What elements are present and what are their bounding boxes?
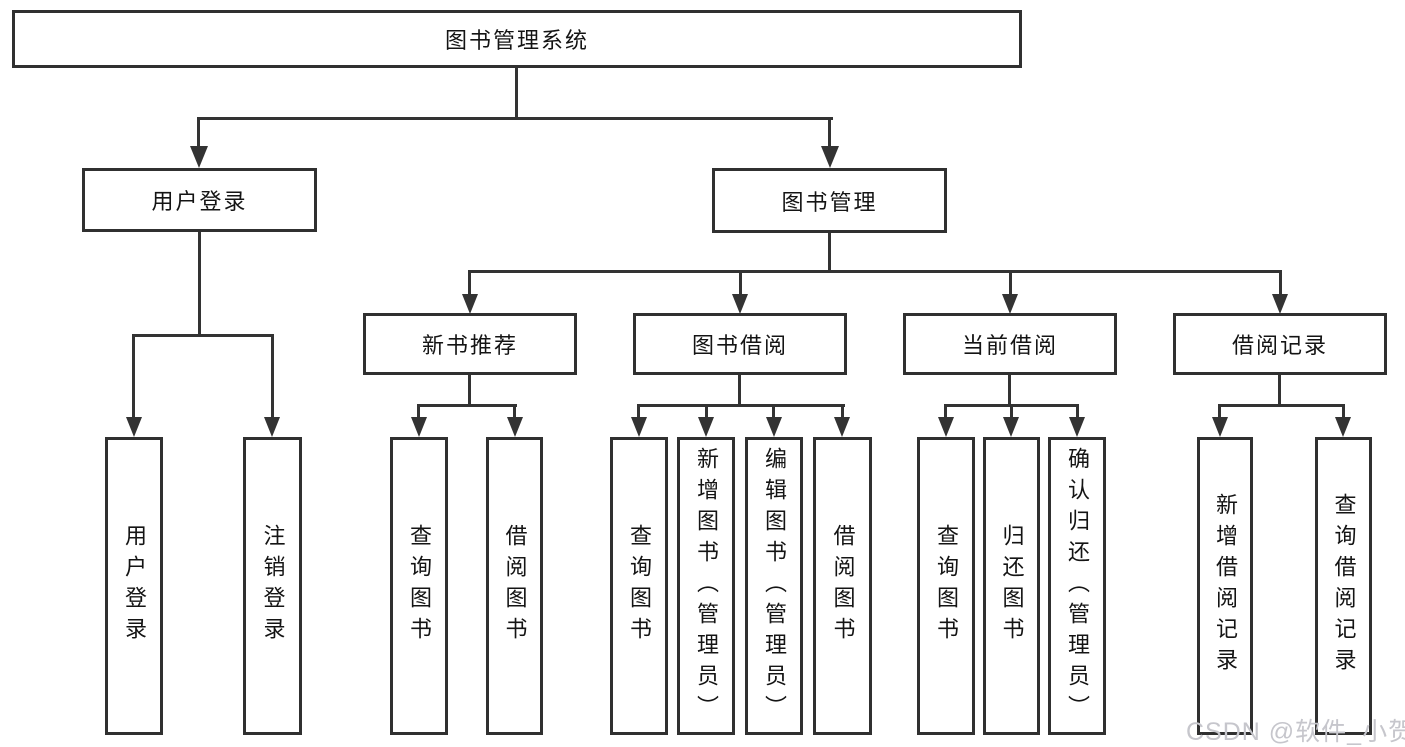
arrow-down-icon <box>1003 417 1019 437</box>
node-label: 新书推荐 <box>421 333 518 358</box>
connector-line <box>944 404 947 419</box>
node-borrow-records: 借阅记录 <box>1173 313 1387 375</box>
connector-line <box>197 117 833 120</box>
node-label: 图书管理系统 <box>444 28 589 53</box>
connector-line <box>469 270 1282 273</box>
node-label: 图书管理 <box>781 189 878 215</box>
arrow-down-icon <box>732 294 748 314</box>
connector-line <box>637 404 640 419</box>
node-library-management-system: 图书管理系统 <box>12 10 1022 68</box>
connector-line <box>468 270 471 296</box>
leaf-query-borrow-record: 查询借阅记录 <box>1315 437 1372 735</box>
connector-line <box>739 270 742 296</box>
connector-line <box>133 334 274 337</box>
leaf-add-book-admin: 新增图书（管理员） <box>677 437 735 735</box>
connector-line <box>418 404 517 407</box>
arrow-down-icon <box>264 417 280 437</box>
arrow-down-icon <box>631 417 647 437</box>
leaf-query-books-recommend: 查询图书 <box>390 437 448 735</box>
connector-line <box>1219 404 1345 407</box>
arrow-down-icon <box>126 417 142 437</box>
connector-line <box>841 404 844 419</box>
connector-line <box>271 334 274 418</box>
leaf-logout: 注销登录 <box>243 437 302 735</box>
leaf-label: 新增图书（管理员） <box>694 446 719 726</box>
arrow-down-icon <box>698 417 714 437</box>
leaf-borrow-books: 借阅图书 <box>813 437 872 735</box>
leaf-query-books-current: 查询图书 <box>917 437 975 735</box>
leaf-edit-book-admin: 编辑图书（管理员） <box>745 437 803 735</box>
leaf-label: 查询借阅记录 <box>1331 493 1357 679</box>
connector-line <box>1278 375 1281 407</box>
leaf-label: 注销登录 <box>260 524 286 648</box>
leaf-add-borrow-record: 新增借阅记录 <box>1197 437 1253 735</box>
node-label: 用户登录 <box>151 189 248 214</box>
node-book-borrow: 图书借阅 <box>633 313 847 375</box>
connector-line <box>132 334 135 418</box>
node-label: 借阅记录 <box>1231 333 1328 358</box>
arrow-down-icon <box>190 146 208 168</box>
node-label: 图书借阅 <box>691 333 788 358</box>
leaf-label: 借阅图书 <box>830 524 856 648</box>
arrow-down-icon <box>821 146 839 168</box>
node-new-book-recommend: 新书推荐 <box>363 313 577 375</box>
leaf-label: 归还图书 <box>999 524 1025 648</box>
arrow-down-icon <box>1212 417 1228 437</box>
arrow-down-icon <box>462 294 478 314</box>
arrow-down-icon <box>938 417 954 437</box>
connector-line <box>1342 404 1345 419</box>
connector-line <box>828 233 831 273</box>
node-book-management: 图书管理 <box>712 168 947 233</box>
csdn-watermark: CSDN @软件_小贺同学 <box>1186 718 1405 746</box>
leaf-label: 用户登录 <box>122 524 147 648</box>
connector-line <box>1218 404 1221 419</box>
connector-line <box>738 375 741 407</box>
leaf-return-book: 归还图书 <box>983 437 1040 735</box>
leaf-borrow-books-recommend: 借阅图书 <box>486 437 543 735</box>
connector-line <box>513 404 516 419</box>
arrow-down-icon <box>766 417 782 437</box>
arrow-down-icon <box>834 417 850 437</box>
arrow-down-icon <box>1335 417 1351 437</box>
connector-line <box>1009 270 1012 296</box>
arrow-down-icon <box>411 417 427 437</box>
connector-line <box>1076 404 1079 419</box>
connector-line <box>1008 375 1011 407</box>
arrow-down-icon <box>1272 294 1288 314</box>
connector-line <box>828 117 831 148</box>
leaf-label: 编辑图书（管理员） <box>762 446 787 726</box>
leaf-confirm-return-admin: 确认归还（管理员） <box>1048 437 1106 735</box>
leaf-label: 查询图书 <box>627 524 652 648</box>
connector-line <box>1010 404 1013 419</box>
connector-line <box>197 117 200 148</box>
arrow-down-icon <box>507 417 523 437</box>
connector-line <box>417 404 420 419</box>
leaf-user-login: 用户登录 <box>105 437 163 735</box>
connector-line <box>515 68 518 120</box>
arrow-down-icon <box>1069 417 1085 437</box>
node-label: 当前借阅 <box>961 333 1058 358</box>
leaf-label: 确认归还（管理员） <box>1065 446 1090 726</box>
connector-line <box>468 375 471 407</box>
connector-line <box>198 232 201 336</box>
connector-line <box>705 404 708 419</box>
arrow-down-icon <box>1002 294 1018 314</box>
leaf-label: 查询图书 <box>407 524 432 648</box>
connector-line <box>638 404 845 407</box>
leaf-label: 借阅图书 <box>502 524 528 648</box>
leaf-label: 查询图书 <box>934 524 959 648</box>
node-current-borrow: 当前借阅 <box>903 313 1117 375</box>
leaf-label: 新增借阅记录 <box>1213 493 1238 679</box>
leaf-query-books-borrow: 查询图书 <box>610 437 668 735</box>
connector-line <box>772 404 775 419</box>
node-user-login: 用户登录 <box>82 168 317 232</box>
connector-line <box>1279 270 1282 296</box>
